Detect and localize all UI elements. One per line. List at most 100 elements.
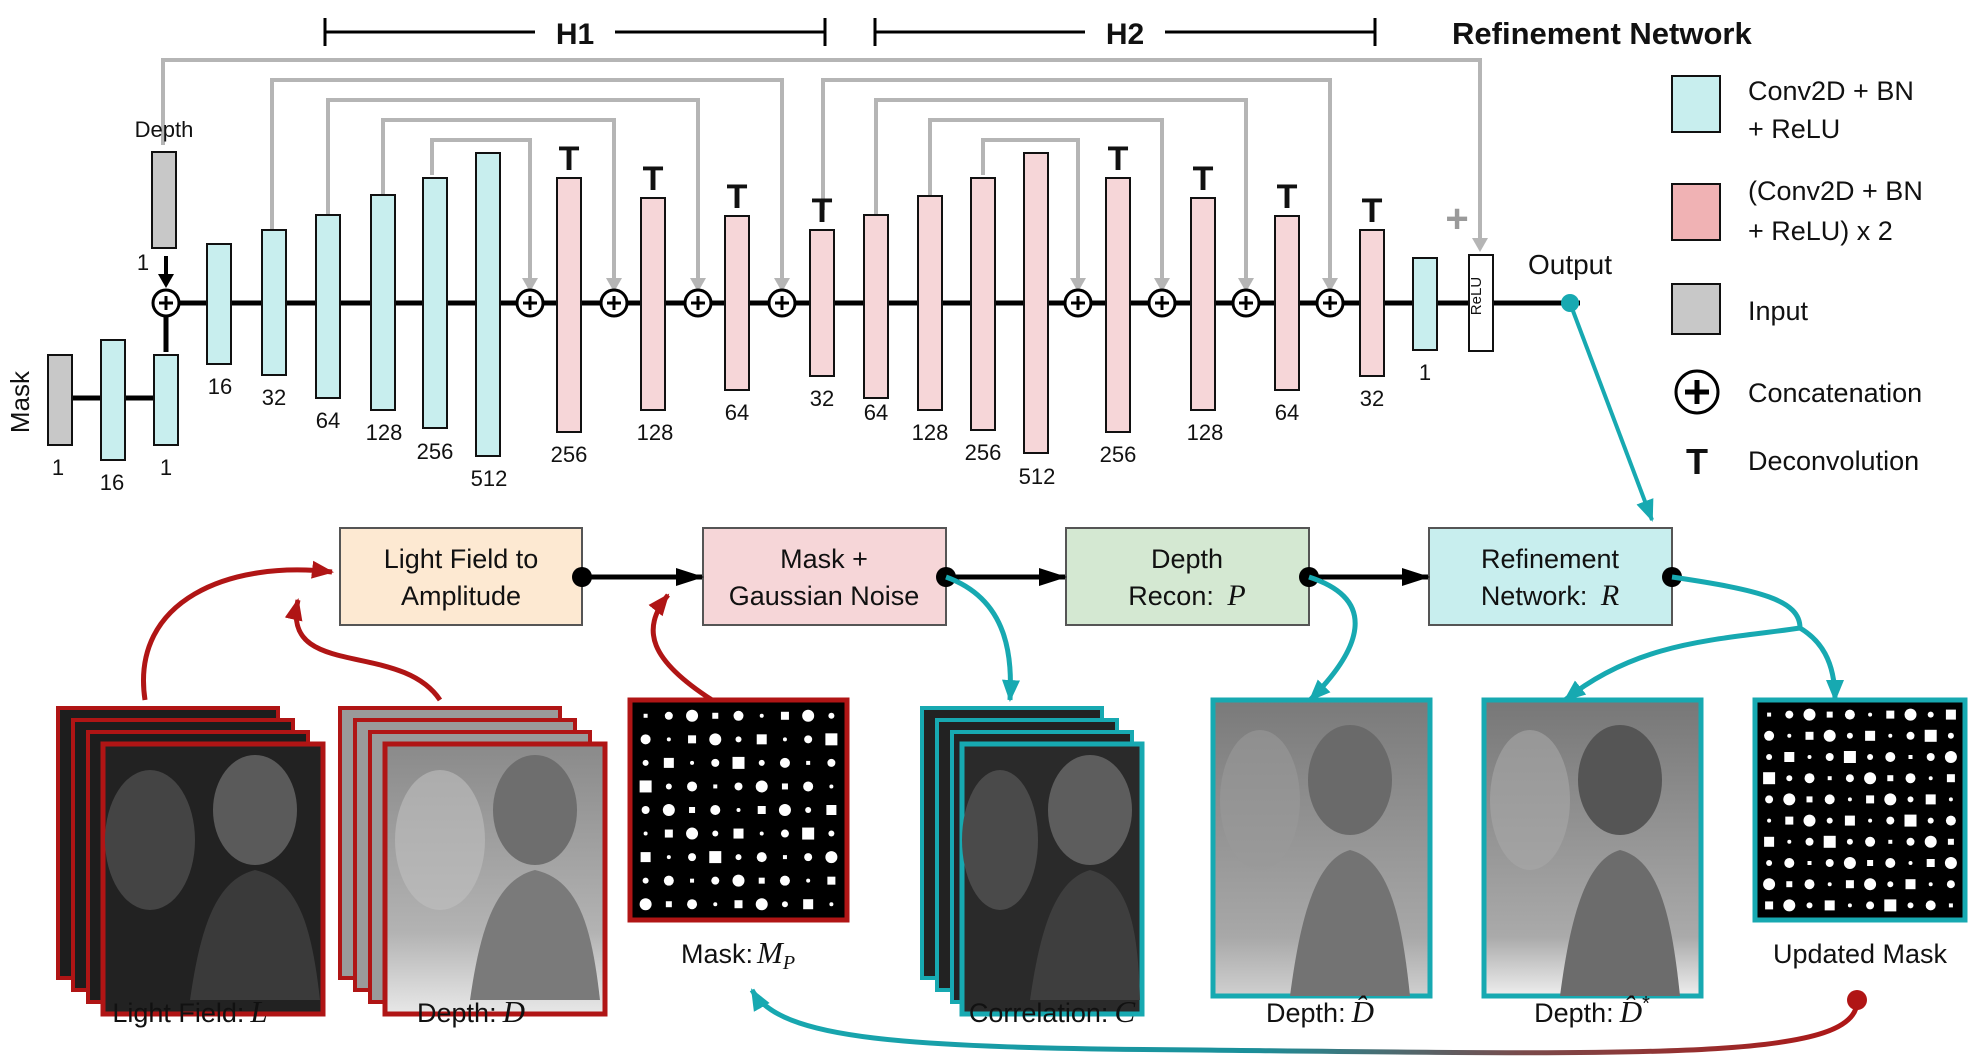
mask-dot	[1785, 816, 1794, 825]
svg-text:64: 64	[316, 408, 340, 433]
h2-label: H2	[1106, 18, 1144, 51]
mask-input-label: Mask	[5, 370, 35, 433]
svg-text:Mask +: Mask +	[780, 544, 868, 574]
conv2-block	[1105, 177, 1131, 433]
legend-concat-label: Concatenation	[1748, 378, 1922, 408]
mask-dot	[755, 898, 768, 911]
mask-dot	[1827, 882, 1832, 887]
svg-text:64: 64	[725, 400, 749, 425]
mask-dot	[1784, 752, 1795, 762]
mask-dot	[1767, 712, 1772, 717]
mask-dot	[1783, 793, 1796, 806]
mask-dot	[1886, 816, 1895, 825]
conv-block	[100, 339, 126, 461]
mask-dot	[1826, 817, 1833, 824]
conv-block	[261, 229, 287, 376]
mask-dot	[1804, 773, 1815, 784]
mask-dot	[1947, 732, 1954, 739]
depth-down-arrow	[158, 256, 174, 288]
mask-dot	[662, 804, 675, 816]
mask-dot	[664, 829, 673, 838]
legend-input-label: Input	[1748, 296, 1809, 326]
svg-text:Light Field:L: Light Field:L	[112, 994, 267, 1029]
svg-text:Depth: Depth	[1151, 544, 1223, 574]
mask-dot	[1824, 900, 1835, 911]
svg-text:256: 256	[965, 440, 1002, 465]
mask-dot	[1946, 880, 1955, 889]
mask-dot	[688, 735, 697, 744]
mask-dot	[1867, 754, 1874, 760]
mask-dot	[733, 710, 744, 721]
mask-dot	[825, 733, 838, 746]
mask-dot	[1765, 901, 1774, 910]
legend-conv-swatch	[1671, 75, 1721, 133]
light-field-stack	[56, 706, 326, 1017]
mask-dot	[663, 875, 674, 886]
mask-dot	[1784, 858, 1795, 868]
mask-dot	[1763, 878, 1776, 891]
svg-text:Recon: P: Recon: P	[1128, 579, 1245, 612]
mask-dot	[689, 807, 696, 813]
svg-text:256: 256	[417, 439, 454, 464]
svg-text:512: 512	[471, 466, 508, 491]
svg-text:32: 32	[1360, 386, 1384, 411]
mask-dot	[733, 828, 744, 839]
svg-text:64: 64	[864, 400, 888, 425]
mask-dot	[1907, 796, 1914, 803]
mask-dot	[1886, 710, 1895, 719]
mask-dot	[829, 902, 834, 907]
mask-dot	[732, 756, 745, 769]
mask-dot	[736, 808, 741, 812]
mask-dot	[756, 852, 767, 863]
mask-dot	[1887, 881, 1894, 888]
mask-dot	[1944, 751, 1957, 763]
mask-dot	[690, 878, 695, 883]
lf-to-amplitude-box	[339, 527, 583, 626]
mask-dot	[1866, 901, 1875, 910]
mask-dot	[1844, 709, 1855, 720]
deconv-symbols: T T T T T T T T	[559, 140, 1383, 230]
mask-dot	[666, 855, 671, 860]
mask-dot	[641, 806, 650, 814]
mask-dot	[1905, 879, 1916, 890]
mask-dot	[1927, 817, 1934, 824]
image-captions: Light Field:L Depth:D Mask:MP Correlatio…	[112, 935, 1947, 1029]
conv-block	[153, 354, 179, 446]
mask-dot	[802, 827, 815, 840]
mask-dot	[642, 759, 649, 766]
svg-text:1: 1	[1419, 360, 1431, 385]
mask-dot	[1908, 755, 1913, 759]
skip-connections	[161, 58, 1482, 280]
mask-input-block	[47, 354, 73, 446]
mask-dot	[1827, 776, 1832, 781]
conv-block	[475, 152, 501, 457]
updated-mask-image	[1752, 697, 1968, 923]
svg-text:Light Field to: Light Field to	[384, 544, 539, 574]
conv2-block	[809, 229, 835, 377]
h1-label: H1	[556, 18, 594, 51]
deconv-t: T	[727, 178, 748, 216]
mask-dot	[1843, 857, 1856, 869]
mask-dot	[779, 757, 790, 768]
channel-labels: 1 16 1 16 32 64 128 256 512 256 128 64 3…	[52, 360, 1431, 495]
output-to-refine-arrow	[1568, 302, 1654, 522]
mask-dot	[1948, 797, 1953, 802]
mask-dot	[643, 713, 648, 718]
mask-dot	[643, 831, 648, 836]
svg-text:Correlation:C: Correlation:C	[969, 994, 1136, 1029]
mask-dot	[639, 780, 652, 793]
mask-dot	[1945, 709, 1956, 720]
mask-dot	[1946, 774, 1955, 783]
svg-text:Depth:D̂*: Depth:D̂*	[1534, 993, 1650, 1029]
mask-dot	[1844, 815, 1855, 826]
mask-dot	[1805, 837, 1814, 846]
mask-dot	[1764, 730, 1775, 741]
mask-dot	[1926, 753, 1935, 761]
mask-dot	[1823, 835, 1836, 848]
mask-dot	[758, 759, 765, 766]
mask-dot	[1905, 773, 1916, 784]
mask-dot	[781, 783, 788, 790]
mask-dot	[734, 782, 743, 791]
mask-dot	[1807, 861, 1812, 865]
